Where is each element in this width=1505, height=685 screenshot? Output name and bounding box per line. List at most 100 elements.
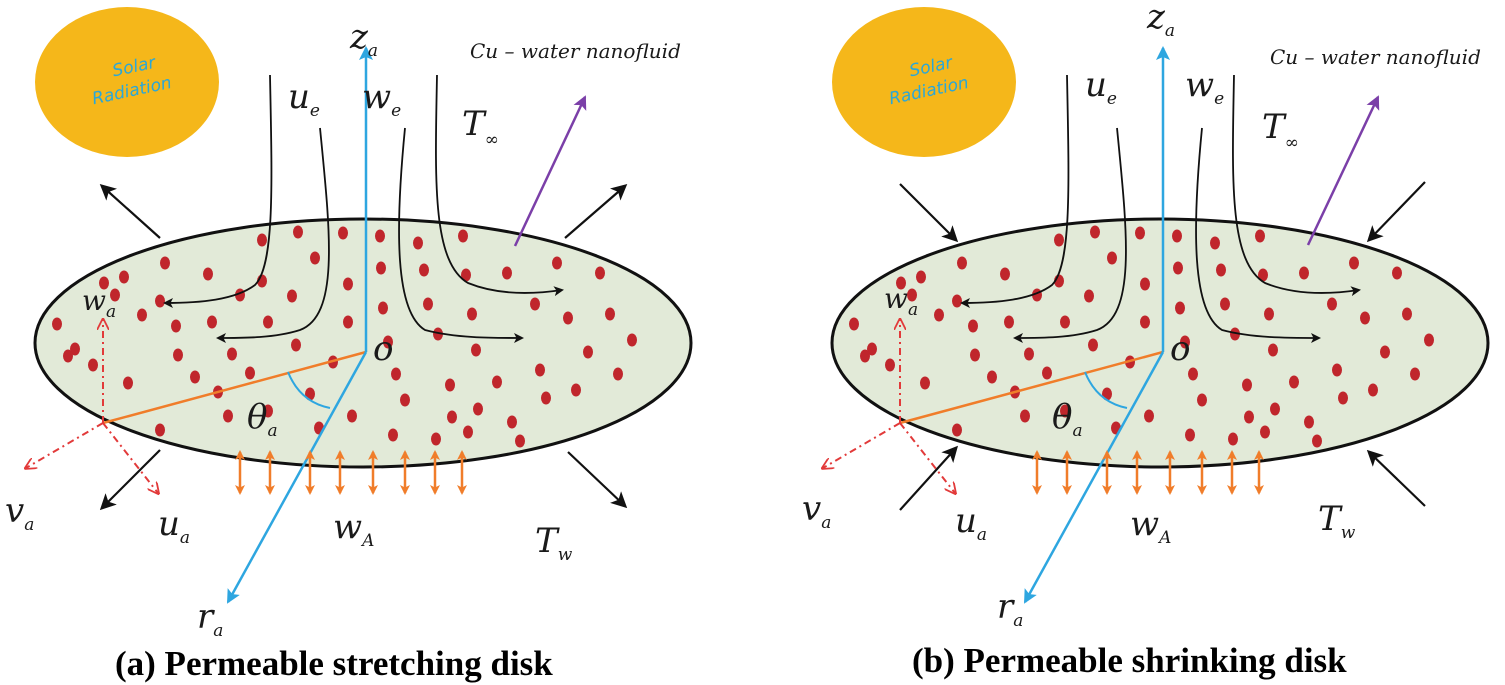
nanoparticle [155, 294, 165, 308]
nanoparticle [1392, 266, 1402, 280]
nanoparticle [1332, 363, 1342, 377]
t-inf-label: T∞ [1262, 107, 1299, 153]
nanoparticle [431, 432, 441, 446]
nanoparticle [1312, 434, 1322, 448]
nanoparticle [70, 342, 80, 356]
wa-label: wa [82, 284, 116, 322]
nanoparticle [1060, 404, 1070, 418]
caption-a: (a) Permeable stretching disk [115, 644, 553, 683]
nanoparticle [1264, 307, 1274, 321]
nanoparticle [952, 423, 962, 437]
sun: Solar Radiation [832, 7, 1016, 157]
nanoparticle [1270, 402, 1280, 416]
va-label: va [802, 489, 831, 533]
nanoparticle [119, 270, 129, 284]
nanoparticle [343, 277, 353, 291]
nanoparticle [1020, 409, 1030, 423]
nanoparticle [515, 434, 525, 448]
nanoparticle [287, 289, 297, 303]
nanoparticle [1144, 409, 1154, 423]
nanoparticle [458, 229, 468, 243]
va-label: va [5, 491, 34, 535]
nanoparticle [1258, 268, 1268, 282]
nanoparticle [552, 256, 562, 270]
disk [33, 217, 693, 469]
we-label: we [1185, 65, 1224, 109]
theta-label: θa [1052, 397, 1083, 441]
nanoparticle [171, 319, 181, 333]
nanoparticle [952, 294, 962, 308]
nanoparticle [970, 348, 980, 362]
nanoparticle [263, 315, 273, 329]
nanoparticle [463, 425, 473, 439]
nanoparticle [338, 226, 348, 240]
nanoparticle [1228, 432, 1238, 446]
caption-b: (b) Permeable shrinking disk [912, 641, 1347, 680]
streamlines [163, 74, 564, 343]
nanoparticle [1349, 256, 1359, 270]
nanoparticle [63, 349, 73, 363]
nanoparticle [1004, 315, 1014, 329]
nanoparticle [1090, 225, 1100, 239]
local-axes [823, 320, 955, 493]
tw-label: Tw [1318, 499, 1356, 543]
nanoparticle [1410, 367, 1420, 381]
nanoparticle [563, 311, 573, 325]
nanoparticle [347, 409, 357, 423]
nanoparticle [1140, 277, 1150, 291]
wa-label: wa [884, 282, 918, 320]
nanoparticle [957, 256, 967, 270]
r-axis-label: ra [197, 597, 223, 641]
wA-label: wA [333, 507, 374, 551]
nanofluid-arrow [513, 95, 587, 247]
nanoparticle [52, 317, 62, 331]
nanoparticle [1299, 266, 1309, 280]
nanoparticle [257, 233, 267, 247]
r-axis [1023, 351, 1165, 604]
nanoparticle [896, 276, 906, 290]
nanoparticle [1368, 383, 1378, 397]
z-axis-label: za [1146, 0, 1175, 41]
we-label: we [362, 77, 401, 121]
nanoparticle [1360, 311, 1370, 325]
nanoparticle [1173, 261, 1183, 275]
nanoparticle [1172, 229, 1182, 243]
nanoparticle [99, 276, 109, 290]
nanoparticle [88, 358, 98, 372]
r-axis [226, 351, 368, 604]
nanoparticle [1024, 347, 1034, 361]
ua-label: ua [955, 501, 987, 545]
nanoparticle [492, 375, 502, 389]
nanoparticle [160, 256, 170, 270]
nanoparticles [52, 225, 637, 448]
nanoparticle [137, 308, 147, 322]
nanoparticle [391, 367, 401, 381]
nanoparticle [207, 315, 217, 329]
nanoparticle [1060, 315, 1070, 329]
nanoparticle [1230, 327, 1240, 341]
ue-label: ue [1085, 65, 1117, 109]
nanoparticles [849, 225, 1434, 448]
nanoparticle [1197, 393, 1207, 407]
nanoparticle [1402, 307, 1412, 321]
nanoparticle [1304, 415, 1314, 429]
nanoparticle [1042, 366, 1052, 380]
nanoparticle [1175, 301, 1185, 315]
nanoparticle [388, 428, 398, 442]
nanoparticle [467, 307, 477, 321]
radius-line [102, 350, 367, 425]
nanoparticle [1255, 229, 1265, 243]
nanoparticle [1180, 335, 1190, 349]
nanoparticle [203, 267, 213, 281]
nanoparticle [920, 376, 930, 390]
nanoparticle [907, 288, 917, 302]
nanoparticle [595, 266, 605, 280]
nanoparticle [1088, 338, 1098, 352]
nanoparticle [461, 268, 471, 282]
stretch-arrows [99, 183, 628, 511]
nanoparticle [987, 370, 997, 384]
nanoparticle [190, 370, 200, 384]
nanoparticle [1210, 236, 1220, 250]
nanoparticle [916, 270, 926, 284]
